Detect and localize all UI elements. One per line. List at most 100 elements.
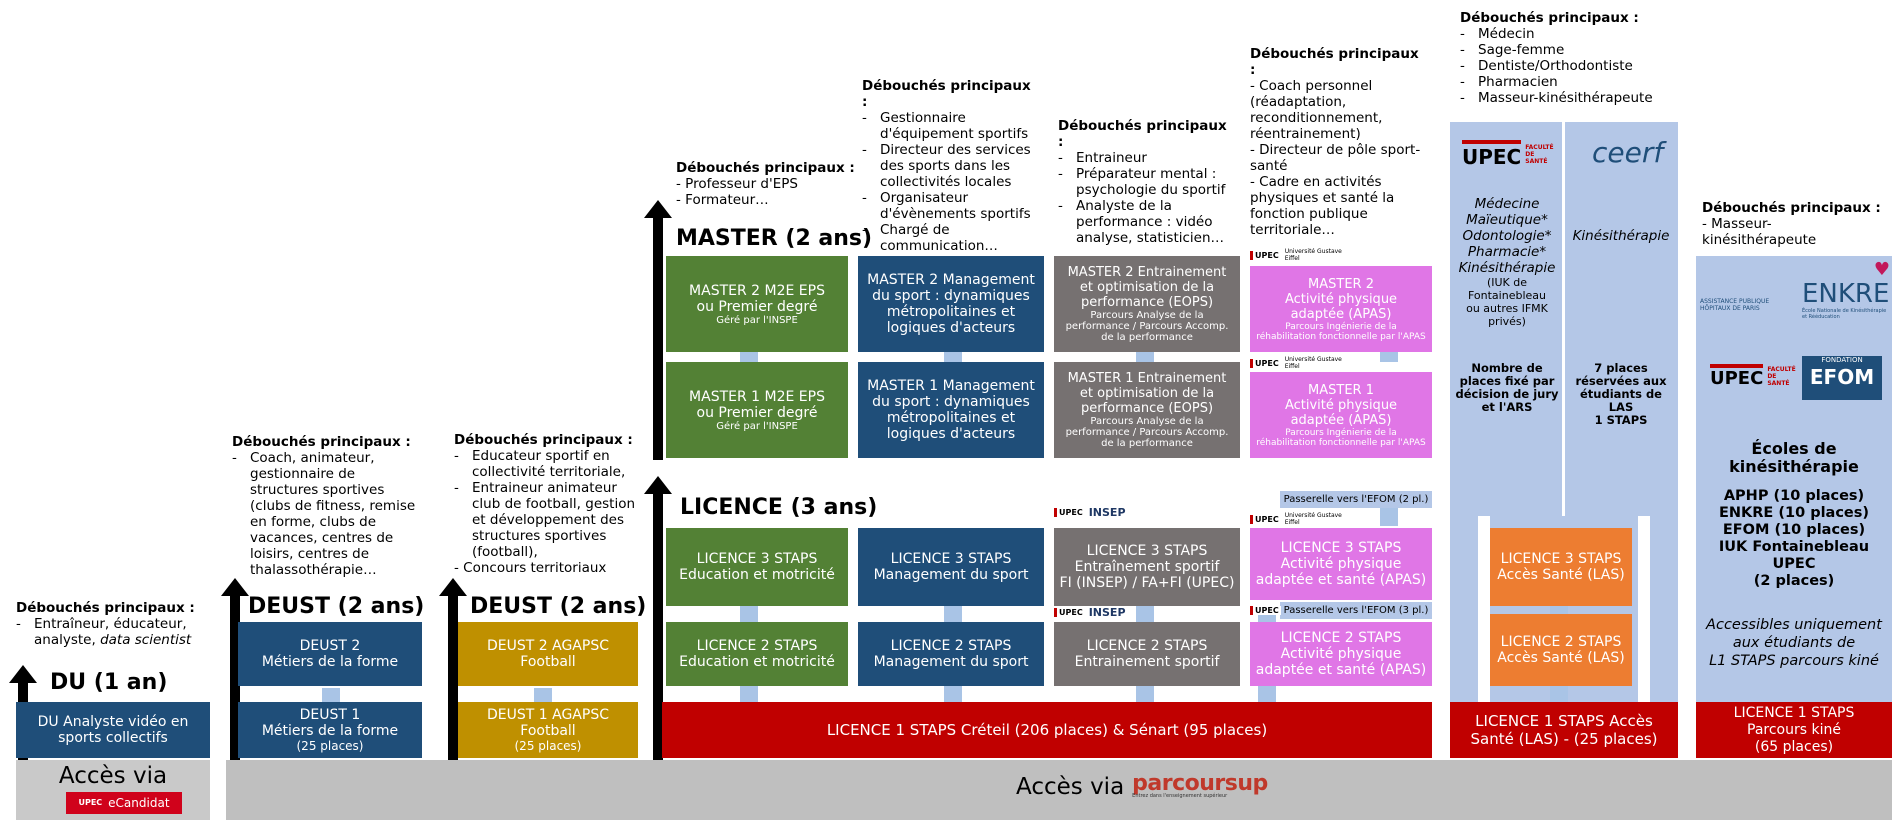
sante-line: et l'ARS <box>1481 400 1533 414</box>
debouches-item: - Directeur de pôle sport-santé <box>1250 142 1421 174</box>
debouches-item: - Concours territoriaux <box>454 560 607 576</box>
kine-title: Écoles de kinésithérapie <box>1696 440 1892 476</box>
debouches-title: Débouchés principaux : <box>1702 200 1881 216</box>
connector <box>1258 686 1276 702</box>
parcoursup-label: parcoursup <box>1132 771 1268 796</box>
debouches-item: Masseur-kinésithérapeute <box>1460 90 1680 106</box>
box-line: MASTER 1 Management <box>867 378 1035 394</box>
box-line: LICENCE 2 STAPS <box>1500 634 1622 650</box>
upec-logo: UPEC <box>1710 364 1764 389</box>
kine-note: Accessibles uniquement aux étudiants de … <box>1696 616 1892 670</box>
sante-line: 1 STAPS <box>1594 413 1648 427</box>
sante-left-places: Nombre de places fixé par décision de ju… <box>1452 362 1562 414</box>
licence2-education-box: LICENCE 2 STAPS Education et motricité <box>666 622 848 686</box>
deust1-foot-box: DEUST 1 AGAPSC Football (25 places) <box>458 702 638 758</box>
box-line: LICENCE 3 STAPS <box>696 551 818 567</box>
kine-line: IUK Fontainebleau UPEC <box>1718 539 1870 572</box>
box-line: MASTER 1 M2E EPS <box>689 388 825 405</box>
box-line: LICENCE 2 STAPS <box>696 638 818 654</box>
box-line: LICENCE 1 STAPS Accès <box>1475 712 1653 730</box>
debouches-title: Débouchés principaux : <box>1460 10 1639 26</box>
box-line: FI (INSEP) / FA+FI (UPEC) <box>1059 575 1235 591</box>
debouches-item: Analyste de la performance : vidéo analy… <box>1058 198 1234 246</box>
box-line: Football <box>520 723 576 739</box>
box-line: métropolitaines et <box>886 304 1016 320</box>
deust2-forme-box: DEUST 2 Métiers de la forme <box>238 622 422 686</box>
connector <box>944 352 962 362</box>
acces-via-right: Accès via <box>1016 774 1125 800</box>
debouches-item: - Coach personnel (réadaptation, recondi… <box>1250 78 1383 142</box>
kine-line: aux étudiants de <box>1732 635 1856 651</box>
upec-logo: UPEC <box>1250 358 1281 368</box>
licence1-kine-box: LICENCE 1 STAPS Parcours kiné (65 places… <box>1696 702 1892 758</box>
acces-via-parcoursup: Accès via parcoursup Entrez dans l'ensei… <box>1016 771 1268 801</box>
box-sub: Parcours Analyse de la performance / Par… <box>1065 416 1229 449</box>
logo-upec-faculte-sante: UPEC FACULTÉ DE SANTÉ <box>1462 140 1557 169</box>
debouches-du: Débouchés principaux : Entraîneur, éduca… <box>16 600 216 648</box>
box-line: LICENCE 2 STAPS <box>1086 638 1208 654</box>
box-line: Métiers de la forme <box>261 654 399 670</box>
sante-line: Pharmacie* <box>1467 244 1547 260</box>
box-line: DEUST 1 AGAPSC <box>487 707 609 723</box>
enkre-label: ENKRE <box>1802 279 1890 309</box>
logo-upec-uge-m1: UPEC Université Gustave Eiffel <box>1250 356 1355 370</box>
master1-eps-box: MASTER 1 M2E EPS ou Premier degré Géré p… <box>666 362 848 458</box>
debouches-apas: Débouchés principaux : - Coach personnel… <box>1250 46 1426 238</box>
debouches-item: Pharmacien <box>1460 74 1680 90</box>
passerelle-efom-3: Passerelle vers l'EFOM (3 pl.) <box>1280 602 1432 619</box>
box-line: et optimisation de la <box>1079 386 1215 401</box>
debouches-deust-forme: Débouchés principaux : Coach, animateur,… <box>232 434 420 578</box>
debouches-title: Débouchés principaux : <box>232 434 411 450</box>
logo-upec-faculte-kine: UPEC FACULTÉ DE SANTÉ <box>1710 364 1797 389</box>
box-line: LICENCE 3 STAPS <box>1280 540 1402 556</box>
passerelle-efom-2: Passerelle vers l'EFOM (2 pl.) <box>1280 491 1432 508</box>
insep-logo: INSEP <box>1088 506 1126 519</box>
sante-line: Maïeutique* <box>1466 212 1548 228</box>
arrow-deust-forme <box>221 578 249 760</box>
box-line: performance (EOPS) <box>1080 401 1214 416</box>
connector <box>1136 686 1154 702</box>
sante-line: Odontologie* <box>1462 228 1552 244</box>
box-line: DEUST 2 <box>299 638 361 654</box>
connector <box>740 686 758 702</box>
debouches-title: Débouchés principaux : <box>1250 46 1419 78</box>
upec-logo: UPEC <box>1462 140 1522 169</box>
level-licence: LICENCE (3 ans) <box>680 495 878 520</box>
box-sub: Parcours Ingénierie de la réhabilitation… <box>1256 321 1426 342</box>
box-line: Education et motricité <box>679 567 835 583</box>
debouches-item: Directeur des services des sports dans l… <box>862 142 1038 190</box>
faculte-sante-label: FACULTÉ DE SANTÉ <box>1767 366 1796 387</box>
ecandidat-logo: UPEC eCandidat <box>66 792 182 814</box>
box-line: ou Premier degré <box>696 298 818 315</box>
upec-mini-label: UPEC <box>78 798 103 807</box>
box-line: logiques d'acteurs <box>886 320 1016 336</box>
box-line: adaptée et santé (APAS) <box>1255 572 1427 588</box>
debouches-item: Entraineur animateur club de football, g… <box>454 480 640 560</box>
licence1-las-box: LICENCE 1 STAPS Accès Santé (LAS) - (25 … <box>1450 702 1678 758</box>
upec-logo: UPEC <box>1250 250 1281 260</box>
logo-upec-uge-l2: UPEC <box>1250 606 1281 615</box>
box-line: et optimisation de la <box>1079 280 1215 295</box>
master2-management-box: MASTER 2 Management du sport : dynamique… <box>858 256 1044 352</box>
sante-line: 7 places <box>1594 361 1648 375</box>
box-line: LICENCE 1 STAPS <box>1733 704 1855 721</box>
connector <box>944 606 962 622</box>
master2-eops-box: MASTER 2 Entrainement et optimisation de… <box>1054 256 1240 352</box>
box-sub: Parcours Analyse de la performance / Par… <box>1065 310 1229 343</box>
master2-eps-box: MASTER 2 M2E EPS ou Premier degré Géré p… <box>666 256 848 352</box>
box-line: ou Premier degré <box>696 404 818 421</box>
debouches-title: Débouchés principaux : <box>862 78 1031 110</box>
box-line: Métiers de la forme <box>261 723 399 739</box>
enkre-heart-icon: ♥ <box>1873 259 1890 280</box>
sante-line: décision de jury <box>1455 387 1559 401</box>
box-line: Football <box>520 654 576 670</box>
level-du: DU (1 an) <box>50 670 168 695</box>
upec-logo: UPEC <box>1054 508 1085 517</box>
faculte-sante-label: FACULTÉ DE SANTÉ <box>1525 144 1554 165</box>
acces-bar-parcoursup: Accès via parcoursup Entrez dans l'ensei… <box>226 760 1892 820</box>
debouches-item: - Professeur d'EPS <box>676 176 798 192</box>
box-places: (25 places) <box>296 739 364 753</box>
debouches-title: Débouchés principaux : <box>16 600 195 616</box>
debouches-eps: Débouchés principaux : - Professeur d'EP… <box>676 160 866 208</box>
level-deust-foot: DEUST (2 ans) <box>470 594 647 619</box>
